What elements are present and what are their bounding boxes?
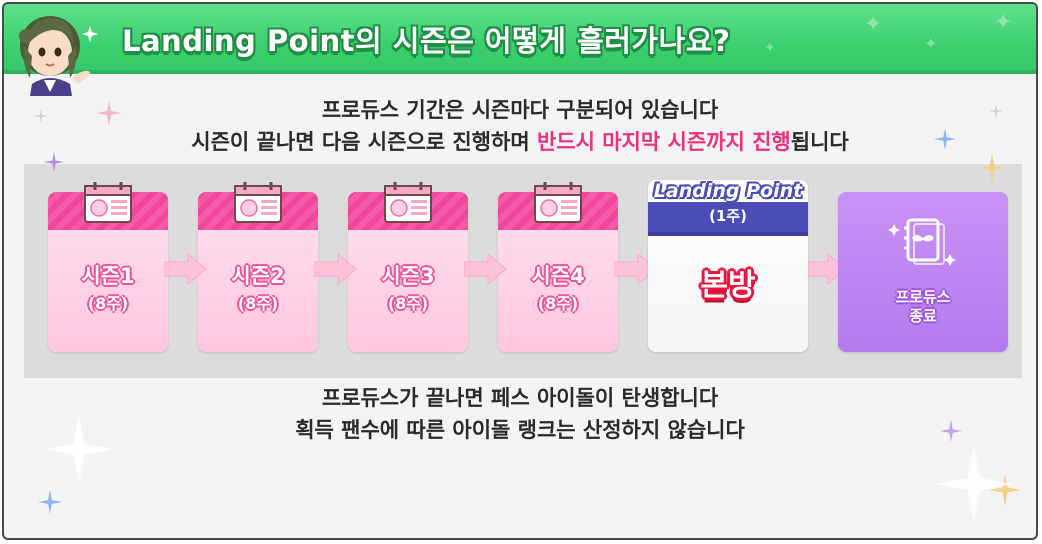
header-bar: ✦ ✦ ✦ ✦ Landing Point의 시즌은 어떻게 흘러가나요? bbox=[4, 4, 1036, 74]
intro-line-1: 프로듀스 기간은 시즌마다 구분되어 있습니다 bbox=[321, 98, 719, 122]
calendar-icon bbox=[234, 182, 282, 223]
calendar-icon bbox=[534, 182, 582, 223]
arrow-right-icon bbox=[164, 252, 207, 286]
sparkle-icon bbox=[44, 414, 114, 484]
intro-line-2-suffix: 됩니다 bbox=[790, 130, 849, 154]
produce-end-label: 프로듀스 종료 bbox=[838, 288, 1008, 326]
calendar-icon bbox=[384, 182, 432, 223]
season-label: 시즌1 bbox=[81, 264, 135, 288]
arrow-right-icon bbox=[614, 252, 657, 286]
outro-line-1: 프로듀스가 끝나면 페스 아이돌이 탄생합니다 bbox=[321, 386, 719, 410]
sparkle-icon bbox=[44, 152, 64, 172]
header-sparkle-icon: ✦ bbox=[924, 34, 938, 53]
sparkle-icon bbox=[934, 128, 956, 150]
season-label: 시즌4 bbox=[531, 264, 585, 288]
sparkle-icon bbox=[38, 490, 62, 514]
sparkle-icon bbox=[34, 109, 48, 123]
sparkle-icon bbox=[989, 474, 1021, 506]
season-weeks: (8주) bbox=[537, 294, 579, 313]
intro-highlight: 반드시 마지막 시즌까지 진행 bbox=[536, 130, 791, 154]
character-avatar bbox=[19, 16, 98, 96]
produce-end-line-2: 종료 bbox=[909, 307, 937, 325]
season-label: 시즌2 bbox=[231, 264, 285, 288]
main-event-label: 본방 bbox=[700, 268, 756, 303]
landing-point-card: (1주) Landing Point 본방 bbox=[648, 180, 808, 352]
season-weeks: (8주) bbox=[237, 294, 279, 313]
header-sparkle-icon: ✦ bbox=[764, 40, 776, 56]
season-card-1: 시즌1 (8주) bbox=[48, 192, 168, 352]
header-sparkle-icon: ✦ bbox=[864, 12, 883, 37]
sparkle-icon bbox=[934, 444, 1014, 524]
header-sparkle-icon: ✦ bbox=[994, 10, 1013, 35]
season-label: 시즌3 bbox=[381, 264, 435, 288]
landing-point-logo: Landing Point bbox=[653, 180, 803, 202]
intro-line-2: 시즌이 끝나면 다음 시즌으로 진행하며 반드시 마지막 시즌까지 진행됩니다 bbox=[4, 126, 1036, 156]
calendar-icon bbox=[84, 182, 132, 223]
season-weeks: (8주) bbox=[87, 294, 129, 313]
sparkle-icon bbox=[96, 100, 122, 126]
produce-end-line-1: 프로듀스 bbox=[895, 288, 951, 306]
winged-notebook-icon bbox=[888, 218, 956, 266]
landing-point-band: (1주) bbox=[648, 202, 808, 236]
sparkle-icon bbox=[978, 154, 1006, 182]
arrow-right-icon bbox=[314, 252, 357, 286]
outro-line-2: 획득 팬수에 따른 아이돌 랭크는 산정하지 않습니다 bbox=[295, 418, 745, 442]
season-weeks: (8주) bbox=[387, 294, 429, 313]
arrow-right-icon bbox=[804, 252, 847, 286]
page-title: Landing Point의 시즌은 어떻게 흘러가나요? bbox=[122, 24, 731, 58]
sparkle-icon bbox=[989, 104, 1003, 118]
arrow-right-icon bbox=[464, 252, 507, 286]
landing-point-weeks: (1주) bbox=[709, 207, 747, 225]
intro-line-2-text: 시즌이 끝나면 다음 시즌으로 진행하며 bbox=[191, 130, 537, 154]
sparkle-icon bbox=[940, 420, 962, 442]
produce-end-card: 프로듀스 종료 bbox=[838, 192, 1008, 352]
